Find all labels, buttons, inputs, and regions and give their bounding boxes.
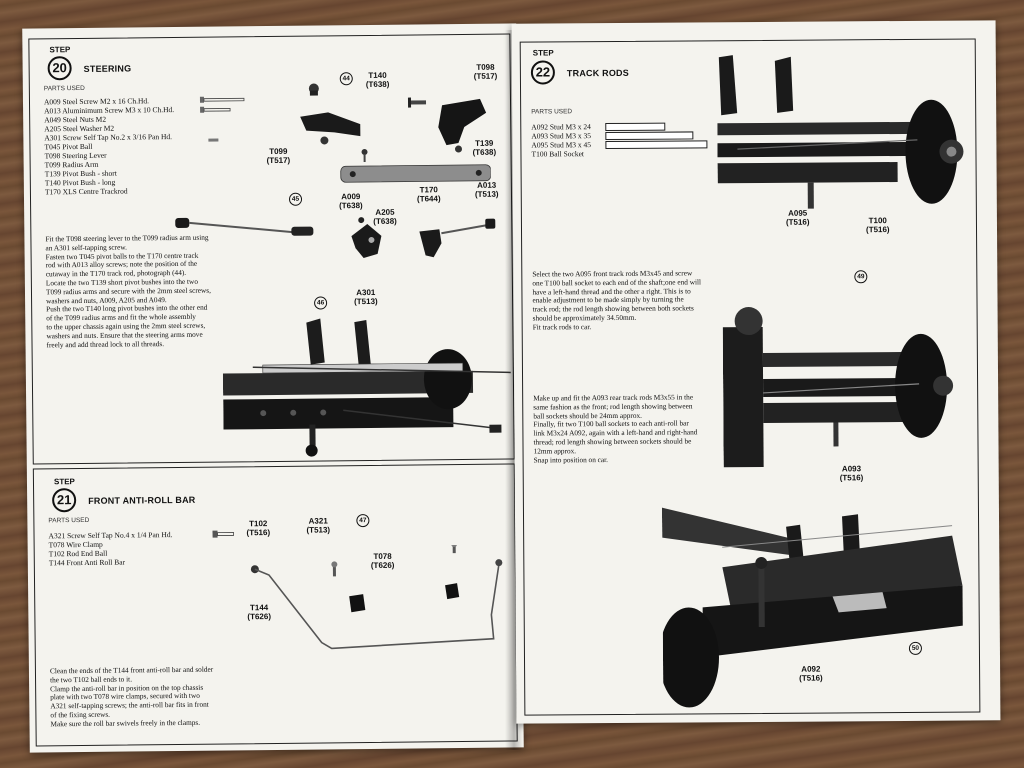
step-21-number: 21 <box>52 488 77 513</box>
callout-code: A205 <box>375 207 395 217</box>
callout-ref: (T516) <box>246 528 271 538</box>
callout-code: A009 <box>341 192 361 202</box>
steering-parts-photo <box>300 83 492 183</box>
part-item: A321 Screw Self Tap No.4 x 1/4 Pan Hd. <box>48 530 173 541</box>
step-21-parts-list: A321 Screw Self Tap No.4 x 1/4 Pan Hd. T… <box>48 530 172 567</box>
step-20-label: STEP <box>49 45 71 55</box>
stud-35-illustration <box>605 131 694 141</box>
step-22-parts-list: A092 Stud M3 x 24 A093 Stud M3 x 35 A095… <box>531 122 591 158</box>
instruction-line: freely and add thread lock to all thread… <box>46 338 165 349</box>
callout-code: A095 <box>788 208 808 218</box>
anti-roll-bar-photo <box>250 544 503 650</box>
step-20-parts-list: A009 Steel Screw M2 x 16 Ch.Hd. A013 Alu… <box>44 96 175 196</box>
part-item: A301 Screw Self Tap No.2 x 3/16 Pan Hd. <box>44 132 173 143</box>
callout-code: A301 <box>356 287 376 298</box>
photo-number-46: 46 <box>314 296 328 310</box>
callout-code: A092 <box>801 664 821 674</box>
stud-45-illustration <box>605 140 708 150</box>
callout-t140: T140(T638) <box>366 71 390 89</box>
step-21-parts-heading: PARTS USED <box>48 516 90 525</box>
right-page: STEP 22 TRACK RODS PARTS USED A092 Stud … <box>511 20 1001 724</box>
callout-a095: A095(T516) <box>786 209 810 227</box>
callout-a092: A092(T516) <box>799 665 823 683</box>
part-item: A013 Aluminimum Screw M3 x 10 Ch.Hd. <box>44 105 175 116</box>
screw-illustration <box>212 530 234 538</box>
callout-a301: A301(T513) <box>354 288 378 306</box>
callout-code: T099 <box>269 146 288 157</box>
callout-t100: T100(T516) <box>866 216 890 234</box>
callout-code: T102 <box>249 519 268 529</box>
callout-code: T144 <box>249 603 269 613</box>
instruction-line: Snap into position on car. <box>533 454 609 465</box>
photo-number-49: 49 <box>854 270 868 284</box>
callout-code: T098 <box>476 62 495 72</box>
part-item: T170 XLS Centre Trackrod <box>44 186 128 197</box>
callout-code: T170 <box>419 185 438 195</box>
callout-ref: (T517) <box>473 71 498 81</box>
callout-a321: A321(T513) <box>306 516 330 534</box>
step-21-instructions: Clean the ends of the T144 front anti-ro… <box>50 665 214 729</box>
callout-t099: T099(T517) <box>266 146 291 166</box>
callout-code: A093 <box>841 464 862 474</box>
callout-ref: (T638) <box>365 79 390 90</box>
instruction-line: Fit track rods to car. <box>532 321 592 332</box>
stud-24-illustration <box>605 122 666 132</box>
callout-code: T140 <box>368 70 387 80</box>
callout-ref: (T516) <box>865 225 890 235</box>
callout-code: T100 <box>868 216 887 226</box>
step-22-number: 22 <box>530 60 555 85</box>
callout-ref: (T516) <box>839 473 864 483</box>
part-item: A092 Stud M3 x 24 <box>531 122 591 132</box>
callout-code: T078 <box>373 551 392 561</box>
callout-code: A321 <box>308 516 328 526</box>
callout-t078: T078(T626) <box>371 552 395 570</box>
callout-t139: T139(T638) <box>472 139 496 157</box>
callout-code: A013 <box>477 180 497 190</box>
radius-arm-assembly-photo <box>175 217 496 259</box>
callout-a205: A205(T638) <box>373 208 397 226</box>
step-21-title: FRONT ANTI-ROLL BAR <box>88 494 196 506</box>
step-20-box: STEP 20 STEERING PARTS USED A009 Steel S… <box>28 33 515 465</box>
anti-roll-bar-links-photo <box>661 495 968 708</box>
callout-ref: (T516) <box>785 217 810 227</box>
step-20-title: STEERING <box>83 63 132 74</box>
step-22-instructions-rear: Make up and fit the A093 rear track rods… <box>533 392 697 465</box>
callout-ref: (T517) <box>266 155 291 166</box>
callout-t102: T102(T516) <box>246 519 270 537</box>
callout-code: T139 <box>475 138 494 148</box>
step-22-instructions-front: Select the two A095 front track rods M3x… <box>532 268 701 332</box>
front-track-rods-photo <box>716 51 974 224</box>
callout-ref: (T513) <box>306 525 331 535</box>
step-21-label: STEP <box>53 477 75 487</box>
callout-ref: (T638) <box>373 216 397 226</box>
callout-a093: A093(T516) <box>840 464 864 482</box>
photo-number-47: 47 <box>356 513 370 528</box>
callout-ref: (T513) <box>354 296 378 307</box>
rear-track-rods-photo <box>722 301 964 474</box>
step-21-box: STEP 21 FRONT ANTI-ROLL BAR PARTS USED A… <box>32 463 518 747</box>
chassis-steering-photo <box>222 310 512 460</box>
step-22-title: TRACK RODS <box>566 67 629 79</box>
callout-ref: (T516) <box>799 673 823 683</box>
left-page: STEP 20 STEERING PARTS USED A009 Steel S… <box>22 23 524 753</box>
part-item: A093 Stud M3 x 35 <box>531 131 591 141</box>
instruction-line: Make sure the roll bar swivels freely in… <box>50 717 201 729</box>
step-22-box: STEP 22 TRACK RODS PARTS USED A092 Stud … <box>519 38 981 716</box>
callout-ref: (T626) <box>247 612 272 622</box>
screw-illustrations <box>199 96 245 142</box>
callout-ref: (T626) <box>370 560 395 570</box>
callout-ref: (T638) <box>339 201 363 211</box>
step-22-parts-heading: PARTS USED <box>531 108 573 116</box>
part-item: T144 Front Anti Roll Bar <box>48 557 126 568</box>
callout-ref: (T638) <box>472 147 497 157</box>
step-22-label: STEP <box>532 48 554 58</box>
callout-a009: A009(T638) <box>339 192 363 210</box>
part-item: T100 Ball Socket <box>531 149 585 159</box>
photo-number-50: 50 <box>908 641 922 655</box>
callout-t144: T144(T626) <box>247 603 271 621</box>
step-20-number: 20 <box>47 56 72 81</box>
step-20-parts-heading: PARTS USED <box>43 84 85 93</box>
part-item: A095 Stud M3 x 45 <box>531 140 592 150</box>
callout-t098: T098(T517) <box>474 63 498 81</box>
